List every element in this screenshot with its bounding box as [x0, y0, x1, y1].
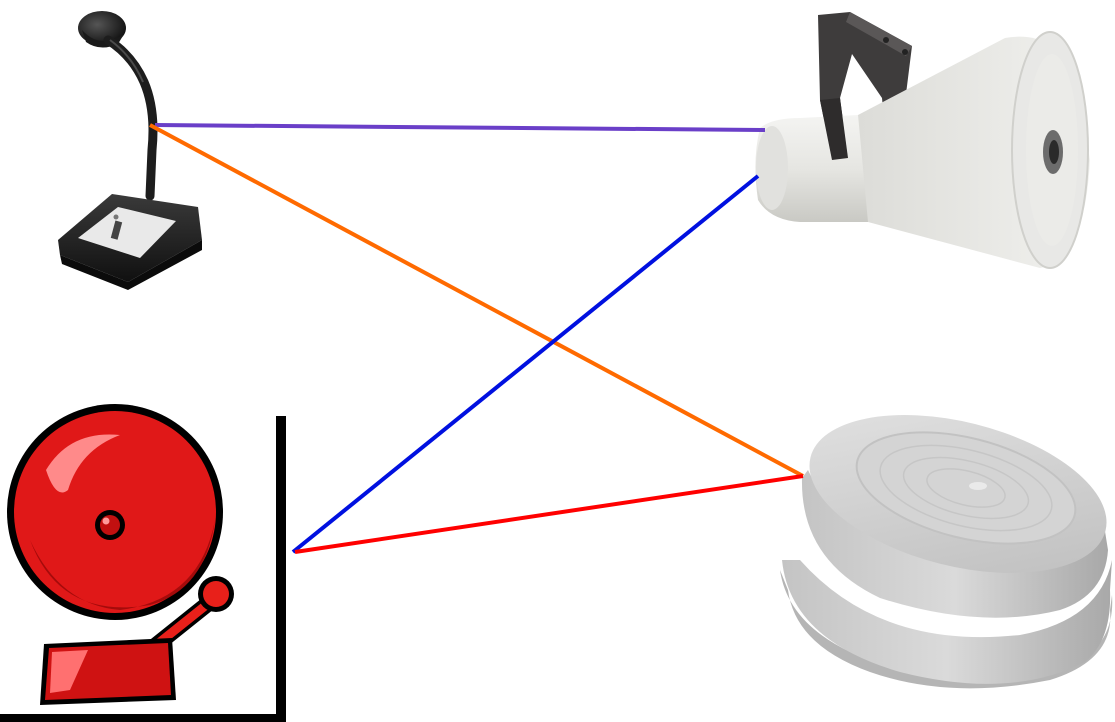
connection-lines — [149, 123, 804, 554]
connection-alarm-bell-ceiling-speaker — [294, 474, 804, 554]
connection-alarm-bell-horn-speaker — [291, 174, 760, 554]
alarm-bell-icon — [0, 404, 286, 722]
connection-microphone-ceiling-speaker — [149, 123, 804, 478]
horn-speaker-icon — [755, 12, 1090, 269]
connection-microphone-horn-speaker — [154, 123, 766, 132]
desk-microphone-icon — [58, 11, 202, 290]
ceiling-speaker-icon — [780, 415, 1113, 689]
